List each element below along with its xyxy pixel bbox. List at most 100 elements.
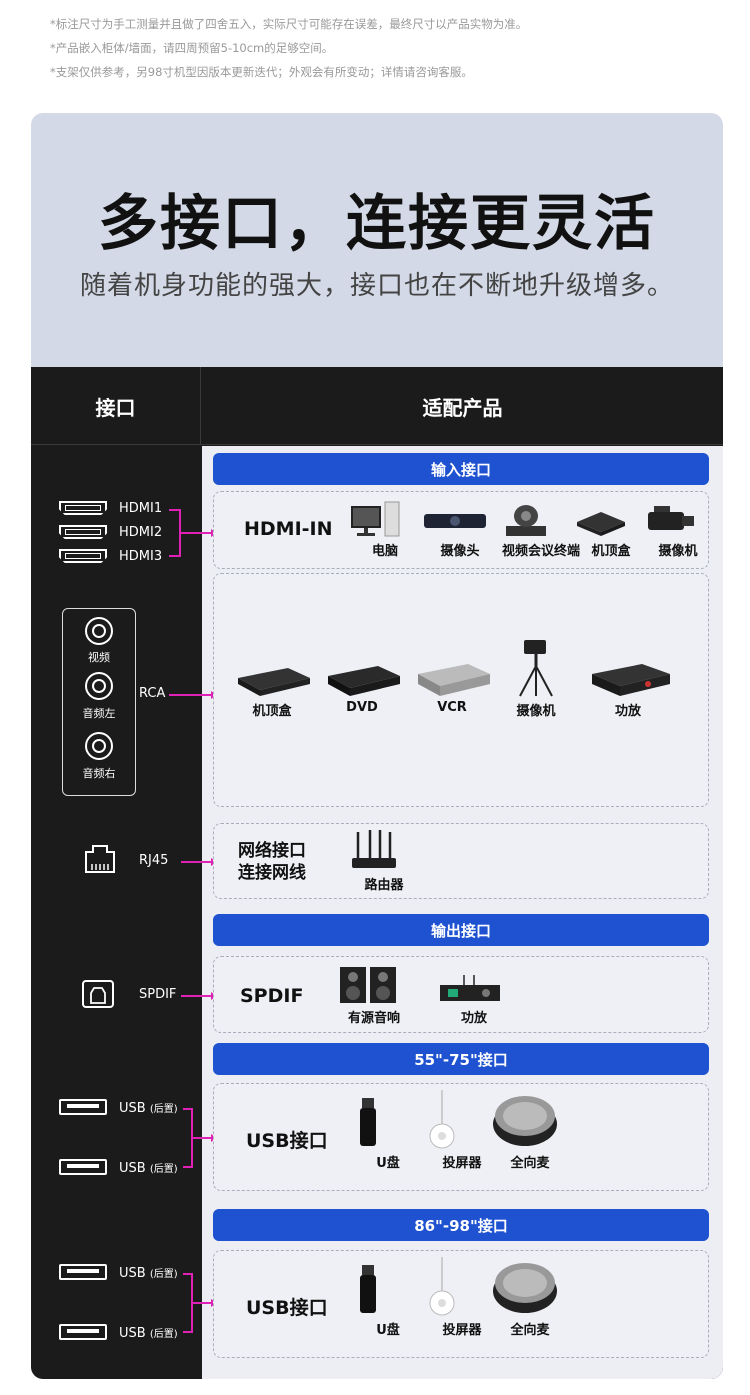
usb-b-products-box: USB接口 U盘 投屏器 全向麦 [213, 1250, 709, 1358]
speaker-icon [340, 967, 396, 1003]
product-caption: 机顶盒 [252, 704, 292, 719]
rca-jack-icon [85, 732, 113, 760]
section-bar-usb-55-75: 55"-75"接口 [213, 1043, 709, 1075]
product-caption: 电脑 [371, 544, 398, 559]
rca-jack-label: 视频 [88, 651, 110, 664]
interface-card: 多接口，连接更灵活 随着机身功能的强大，接口也在不断地升级增多。 接口 适配产品… [31, 113, 723, 1379]
rca-port-group: 视频 音频左 音频右 [62, 608, 136, 796]
ethernet-port-icon [85, 845, 115, 873]
speakerphone-icon [493, 1096, 557, 1146]
conference-camera-icon [506, 505, 546, 536]
product-item: VCR [412, 660, 492, 715]
usb-port-icon [59, 1159, 107, 1175]
rca-port-label: RCA [139, 686, 166, 701]
bracket-connector [183, 1108, 193, 1168]
table-header: 接口 适配产品 [31, 367, 723, 445]
arrow-connector [181, 992, 217, 1000]
product-caption: 机顶盒 [591, 544, 631, 559]
hero-subtitle: 随着机身功能的强大，接口也在不断地升级增多。 [79, 271, 674, 301]
product-caption: 有源音响 [347, 1011, 400, 1026]
usb-a-label: USB接口 [246, 1130, 328, 1152]
set-top-box-icon [577, 512, 625, 536]
product-item: 全向麦 [490, 1259, 570, 1338]
rj45-port-label: RJ45 [139, 853, 169, 868]
rj45-label: 网络接口 连接网线 [238, 840, 306, 884]
camcorder-icon [648, 506, 694, 530]
product-item: 有源音响 [334, 963, 414, 1026]
arrow-connector [193, 1299, 217, 1307]
section-bar-output: 输出接口 [213, 914, 709, 946]
hdmi-products-box: HDMI-IN 电脑 摄像头 视频会议终端 机顶盒 摄像机 [213, 491, 709, 569]
product-item: 投屏器 [422, 1088, 502, 1171]
note-line: *产品嵌入柜体/墙面，请四周预留5-10cm的足够空间。 [50, 41, 334, 55]
product-caption: 投屏器 [442, 1323, 482, 1338]
usb-port-note: (后置) [149, 1104, 178, 1115]
product-item: DVD [322, 660, 402, 715]
set-top-box-icon [238, 668, 310, 696]
webcam-icon [424, 514, 486, 528]
usb-drive-icon [360, 1265, 376, 1313]
amplifier-icon [440, 975, 500, 1001]
product-caption: VCR [437, 700, 467, 715]
router-icon [352, 830, 396, 868]
rj45-label-line: 连接网线 [238, 863, 306, 883]
product-item: 视频会议终端 [496, 500, 586, 559]
hdmi-port-icon [59, 525, 107, 539]
hdmi-port-label: HDMI2 [119, 525, 163, 540]
product-caption: DVD [346, 700, 378, 715]
usb-b-label: USB接口 [246, 1297, 328, 1319]
hdmi-port-icon [59, 501, 107, 515]
rca-products-box: 机顶盒 DVD VCR 摄像机 功放 [213, 573, 709, 807]
usb-port-label: USB (后置) [119, 1265, 178, 1281]
screen-caster-icon [429, 1257, 455, 1316]
usb-port-main: USB [119, 1101, 146, 1116]
product-caption: 投屏器 [442, 1156, 482, 1171]
usb-drive-icon [360, 1098, 376, 1146]
spdif-products-box: SPDIF 有源音响 功放 [213, 956, 709, 1033]
hdmi-label: HDMI-IN [244, 518, 333, 540]
product-caption: 全向麦 [510, 1156, 550, 1171]
usb-port-label: USB (后置) [119, 1100, 178, 1116]
note-line: *标注尺寸为手工测量并且做了四舍五入，实际尺寸可能存在误差，最终尺寸以产品实物为… [50, 17, 528, 31]
product-item: 路由器 [344, 828, 424, 893]
product-item: 机顶盒 [571, 500, 651, 559]
product-item: 功放 [434, 971, 514, 1026]
dvd-player-icon [328, 666, 400, 696]
usb-port-icon [59, 1324, 107, 1340]
usb-port-icon [59, 1264, 107, 1280]
arrow-connector [169, 691, 217, 699]
usb-port-note: (后置) [149, 1269, 178, 1280]
rj45-label-line: 网络接口 [238, 841, 306, 861]
product-item: 机顶盒 [232, 660, 312, 719]
rca-jack-icon [85, 617, 113, 645]
usb-port-label: USB (后置) [119, 1160, 178, 1176]
note-line: *支架仅供参考，另98寸机型因版本更新迭代；外观会有所变动；详情请咨询客服。 [50, 65, 473, 79]
spdif-port-label: SPDIF [139, 987, 177, 1002]
disclaimer-notes: *标注尺寸为手工测量并且做了四舍五入，实际尺寸可能存在误差，最终尺寸以产品实物为… [50, 12, 527, 84]
bracket-connector [183, 1273, 193, 1333]
product-caption: 摄像头 [440, 544, 480, 559]
product-caption: 路由器 [364, 878, 404, 893]
arrow-connector [181, 858, 217, 866]
section-bar-input: 输入接口 [213, 453, 709, 485]
rj45-products-box: 网络接口 连接网线 路由器 [213, 823, 709, 899]
section-bar-usb-86-98: 86"-98"接口 [213, 1209, 709, 1241]
product-item: 摄像头 [420, 500, 500, 559]
product-caption: 功放 [460, 1011, 487, 1026]
usb-a-products-box: USB接口 U盘 投屏器 全向麦 [213, 1083, 709, 1191]
product-item: 功放 [588, 660, 670, 719]
hero-title: 多接口，连接更灵活 [98, 189, 656, 259]
product-item: U盘 [348, 1263, 428, 1338]
product-caption: U盘 [376, 1323, 400, 1338]
camera-tripod-icon [519, 640, 553, 697]
usb-port-main: USB [119, 1266, 146, 1281]
col-header-products: 适配产品 [422, 395, 503, 420]
product-caption: 全向麦 [510, 1323, 550, 1338]
arrow-connector [181, 529, 217, 537]
amplifier-icon [592, 664, 670, 696]
usb-port-main: USB [119, 1326, 146, 1341]
vcr-icon [418, 664, 490, 696]
col-header-interface: 接口 [31, 367, 201, 445]
usb-port-icon [59, 1099, 107, 1115]
rca-jack-label: 音频左 [82, 707, 116, 720]
